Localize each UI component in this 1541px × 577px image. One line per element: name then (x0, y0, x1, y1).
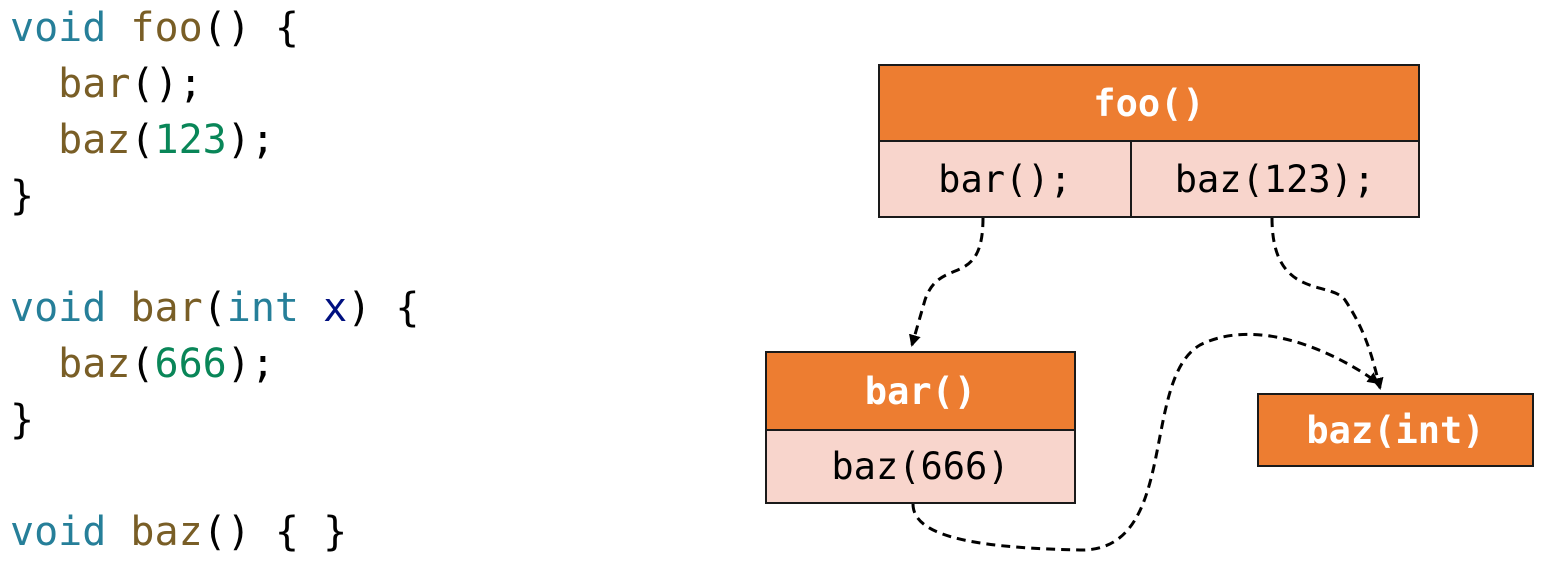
code-token: bar (58, 61, 131, 107)
node-foo-call-bar: bar(); (938, 157, 1072, 201)
code-token: ); (226, 117, 275, 163)
code-token: () { (202, 5, 299, 51)
code-token: ( (130, 117, 155, 163)
code-token: ( (202, 285, 227, 331)
node-foo-title: foo() (880, 66, 1418, 142)
edge-foo-to-baz (1270, 217, 1384, 390)
code-token: ); (226, 341, 275, 387)
code-token: 123 (154, 117, 227, 163)
code-token: foo (130, 5, 203, 51)
code-token: () { } (202, 509, 348, 555)
code-line: baz(666); (10, 336, 419, 392)
node-bar-calls: baz(666) (767, 431, 1074, 502)
node-baz: baz(int) (1257, 393, 1534, 467)
node-foo-call-baz: baz(123); (1130, 142, 1418, 216)
node-bar: bar() baz(666) (765, 351, 1076, 504)
node-foo-calls: bar(); baz(123); (880, 142, 1418, 216)
node-baz-title: baz(int) (1259, 395, 1532, 465)
edge-bar-to-baz (911, 332, 1380, 552)
code-token: (); (130, 61, 203, 107)
code-line: bar(); (10, 56, 419, 112)
code-line: void foo() { (10, 0, 419, 56)
code-token: ) { (347, 285, 420, 331)
code-token: ( (130, 341, 155, 387)
node-foo: foo() bar(); baz(123); (878, 64, 1420, 218)
code-line: void bar(int x) { (10, 280, 419, 336)
code-token: void (10, 285, 107, 331)
edge-foo-to-bar (909, 217, 985, 347)
code-line: void baz() { } (10, 504, 419, 560)
code-token: int (226, 285, 300, 331)
node-bar-title: bar() (767, 353, 1074, 431)
node-bar-call-baz: baz(666) (831, 445, 1010, 488)
code-line: } (10, 168, 419, 224)
code-line: } (10, 392, 419, 448)
code-token: void (10, 5, 107, 51)
code-token: baz (130, 509, 203, 555)
code-token: baz (58, 117, 131, 163)
code-token: 666 (154, 341, 227, 387)
code-token: x (323, 285, 348, 331)
code-token: } (10, 173, 35, 219)
code-token: bar (130, 285, 203, 331)
code-token: void (10, 509, 107, 555)
code-token: baz (58, 341, 131, 387)
code-listing: void foo() { bar(); baz(123);}void bar(i… (10, 0, 419, 560)
code-token: } (10, 397, 35, 443)
code-line: baz(123); (10, 112, 419, 168)
